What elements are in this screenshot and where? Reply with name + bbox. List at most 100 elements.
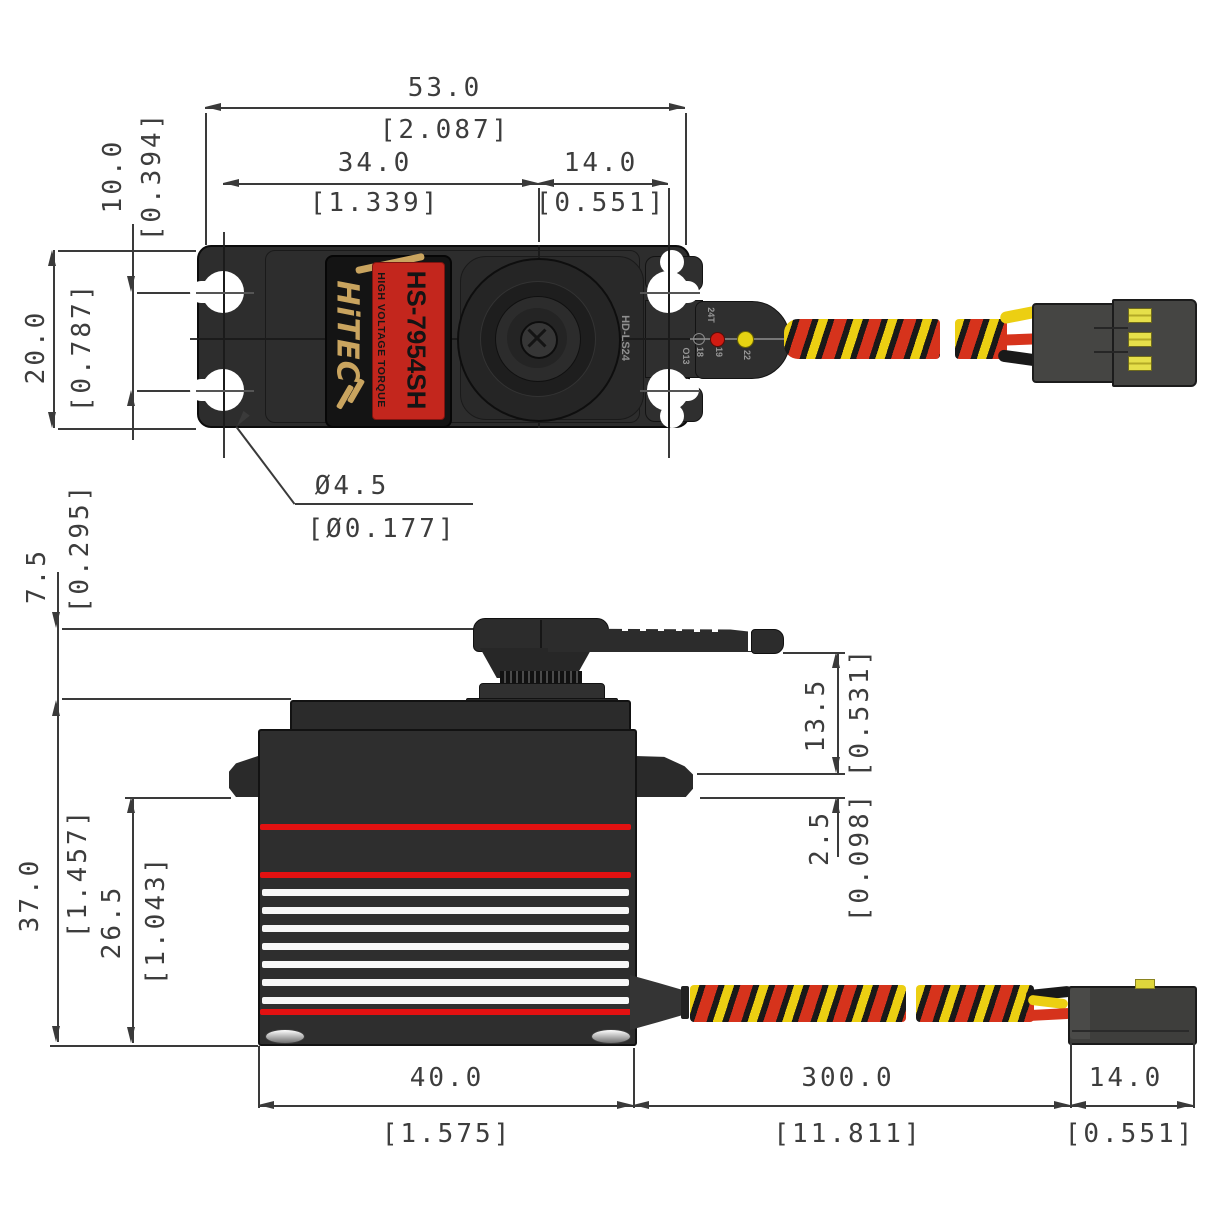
arrow-left-icon <box>223 179 239 187</box>
arm-gap <box>748 628 751 651</box>
dim-overall-length-inch: [2.087] <box>379 115 511 145</box>
arrow-down-icon <box>832 757 840 773</box>
red-stripe <box>260 1009 631 1015</box>
horn-hole-label: 18 <box>695 346 705 358</box>
arrow-left-icon <box>1070 1101 1086 1109</box>
arrow-left-icon <box>633 1101 649 1109</box>
arrow-down-icon <box>127 276 135 292</box>
dim-shaft-to-hole-mm: 14.0 <box>563 148 639 178</box>
arrow-up-icon <box>127 390 135 406</box>
case-foot <box>591 1029 631 1044</box>
mounting-flange-right <box>633 756 693 797</box>
arrow-right-icon <box>522 179 538 187</box>
brand-logo: HiTEC <box>329 280 365 384</box>
arm-notch <box>658 627 664 631</box>
lead-wire-twisted <box>690 985 906 1022</box>
centerline <box>640 292 700 294</box>
heatsink-fin <box>262 889 629 896</box>
centerline <box>223 245 225 428</box>
dim-line <box>132 224 134 440</box>
arrow-right-icon <box>669 103 685 111</box>
arrow-right-icon <box>617 1101 633 1109</box>
arrow-down-icon <box>52 612 60 628</box>
hub-seam <box>540 620 542 648</box>
dim-line <box>837 797 839 857</box>
arm-notch <box>640 627 646 631</box>
dim-flange-thickness-mm: 2.5 <box>805 810 835 866</box>
dim-lead-length-mm: 300.0 <box>801 1063 895 1093</box>
dim-bottom-to-flange-inch: [1.043] <box>141 854 171 986</box>
extension-line <box>62 628 474 630</box>
dim-lead-length-inch: [11.811] <box>773 1119 923 1149</box>
extension-line <box>205 113 207 245</box>
centerline <box>668 428 670 458</box>
wire-red <box>1025 1007 1073 1022</box>
extension-line <box>685 113 687 245</box>
dim-line <box>57 572 59 1042</box>
centerline <box>668 245 670 428</box>
extension-line <box>50 1045 258 1047</box>
heatsink-fin <box>262 943 629 950</box>
red-stripe <box>260 824 631 830</box>
extension-line <box>58 250 196 252</box>
dim-case-length-inch: [1.575] <box>381 1119 513 1149</box>
horn-arm-tip <box>751 629 784 654</box>
lead-wire-twisted <box>784 319 940 359</box>
centerline <box>668 188 670 245</box>
extension-line <box>58 428 196 430</box>
connector-body <box>1112 299 1197 387</box>
dim-line <box>205 107 685 109</box>
dim-bottom-to-flange-mm: 26.5 <box>97 884 127 960</box>
dim-body-width-inch: [0.787] <box>67 281 97 413</box>
extension-line <box>125 797 231 799</box>
extension-line <box>62 698 291 700</box>
dim-line <box>132 797 134 1043</box>
dim-overall-length-mm: 53.0 <box>407 73 483 103</box>
heatsink-fin <box>262 907 629 914</box>
extension-line <box>137 292 203 294</box>
arrow-left-icon <box>258 1101 274 1109</box>
arrow-up-icon <box>127 797 135 813</box>
arrow-up-icon <box>48 250 56 266</box>
horn-hole-red <box>710 332 725 347</box>
arrow-up-icon <box>832 797 840 813</box>
connector-left-cap <box>1070 988 1090 1039</box>
leader-line <box>235 426 296 505</box>
arrow-left-icon <box>538 179 554 187</box>
dim-hole-diameter-mm: Ø4.5 <box>314 471 390 501</box>
heatsink-fin <box>262 925 629 932</box>
dim-case-length-mm: 40.0 <box>409 1063 485 1093</box>
arm-notch <box>676 627 682 631</box>
strain-relief-collar <box>681 986 689 1019</box>
extension-line <box>1193 1042 1195 1108</box>
horn-arm <box>548 628 782 652</box>
connector-body <box>1032 303 1116 383</box>
horn-hole-label: 22 <box>742 349 752 361</box>
arrow-right-icon <box>652 179 668 187</box>
servo-case-side-view <box>258 729 637 1046</box>
centerline <box>196 390 254 392</box>
dim-hole-diameter-inch: [Ø0.177] <box>307 514 457 544</box>
dim-overall-height-inch: [1.457] <box>63 807 93 939</box>
dim-line <box>258 1105 1193 1107</box>
dim-flange-to-horn-mm: 13.5 <box>801 677 831 753</box>
dim-connector-length-inch: [0.551] <box>1064 1119 1196 1149</box>
lead-wire-twisted <box>916 985 1034 1022</box>
leader-line <box>295 503 473 505</box>
extension-line <box>1070 1042 1072 1108</box>
dim-hole-to-shaft-mm: 34.0 <box>337 148 413 178</box>
connector-contact <box>1128 356 1152 371</box>
dim-flange-to-horn-inch: [0.531] <box>845 646 875 778</box>
extension-line <box>700 797 845 799</box>
centerline <box>223 428 225 458</box>
dim-horn-arm-height-mm: 7.5 <box>22 548 52 604</box>
model-number: HS-7954SH <box>401 270 432 410</box>
extension-line <box>258 1046 260 1108</box>
dim-line <box>837 652 839 773</box>
label-tagline: HIGH VOLTAGE TORQUE <box>375 272 387 408</box>
dim-hole-spacing-mm: 10.0 <box>98 138 128 214</box>
connector-tab <box>1135 979 1155 989</box>
dim-shaft-to-hole-inch: [0.551] <box>535 188 667 218</box>
arrow-down-icon <box>127 1027 135 1043</box>
